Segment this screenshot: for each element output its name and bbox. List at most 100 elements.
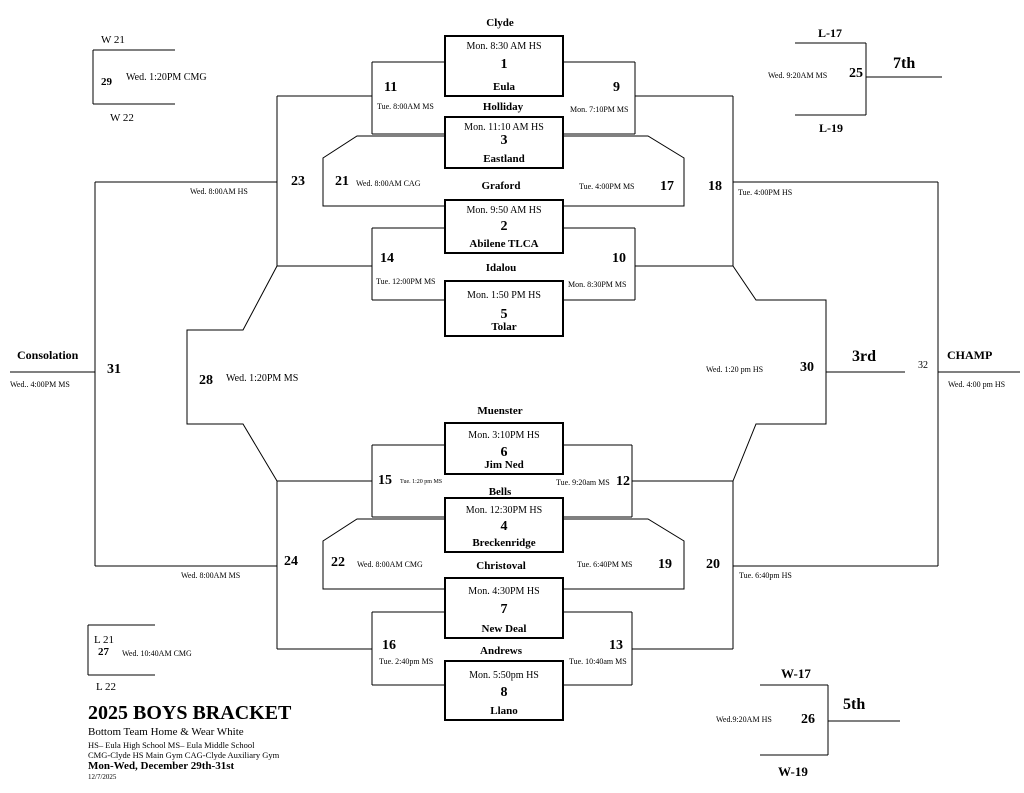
team-breckenridge: Breckenridge (472, 537, 536, 549)
bracket-title: 2025 BOYS BRACKET (88, 702, 292, 724)
game-28-number-label: 28 (199, 374, 213, 388)
game-12-number: 12 (616, 474, 630, 489)
bracket-subtitle: Bottom Team Home & Wear White (88, 726, 244, 738)
team-clyde: Clyde (486, 17, 514, 29)
team-tolar: Tolar (491, 321, 517, 333)
seventh-place-label: 7th (893, 55, 916, 72)
game-29-number: 29 (101, 76, 112, 88)
game-29-time: Wed. 1:20PM CMG (126, 72, 207, 83)
team-llano: Llano (490, 705, 518, 717)
legend-line-2: CMG-Clyde HS Main Gym CAG-Clyde Auxiliar… (88, 750, 280, 760)
team-christoval: Christoval (476, 560, 526, 572)
slot-w19: W-19 (778, 764, 808, 779)
game-time: Mon. 1:50 PM HS (467, 290, 541, 301)
game-26-number: 26 (801, 712, 815, 727)
team-jim-ned: Jim Ned (484, 459, 524, 471)
game-22-time: Wed. 8:00AM CMG (357, 560, 423, 569)
game-box-8[interactable]: Mon. 5:50pm HS 8 Llano (444, 660, 564, 721)
third-place-label: 3rd (852, 348, 876, 365)
game-26-time: Wed.9:20AM HS (716, 715, 772, 724)
game-14-time: Tue. 12:00PM MS (376, 277, 436, 286)
team-muenster: Muenster (477, 405, 523, 417)
game-box-1[interactable]: Mon. 8:30 AM HS 1 Eula (444, 35, 564, 97)
slot-w17: W-17 (781, 666, 811, 681)
game-27-number: 27 (98, 646, 109, 658)
game-16-number: 16 (382, 638, 396, 653)
game-18-number: 18 (708, 179, 722, 194)
game-20-time: Tue. 6:40pm HS (739, 571, 792, 580)
game-22-number: 22 (331, 555, 345, 570)
game-32-time: Wed. 4:00 pm HS (948, 380, 1006, 389)
game-box-2[interactable]: Mon. 9:50 AM HS 2 Abilene TLCA (444, 199, 564, 254)
game-number: 3 (500, 133, 508, 148)
game-32-number: 32 (918, 360, 928, 371)
slot-l17: L-17 (818, 26, 842, 40)
game-27-time: Wed. 10:40AM CMG (122, 649, 192, 658)
game-time: Mon. 9:50 AM HS (466, 205, 542, 216)
game-13-number: 13 (609, 638, 623, 653)
game-11-number: 11 (384, 80, 398, 95)
game-number: 4 (500, 519, 508, 534)
slot-l19: L-19 (819, 121, 843, 135)
game-12-time: Tue. 9:20am MS (556, 478, 610, 487)
consolation-label: Consolation (17, 348, 79, 362)
slot-l22: L 22 (96, 681, 117, 693)
game-20-number: 20 (706, 557, 720, 572)
game-box-4[interactable]: Mon. 12:30PM HS 4 Breckenridge (444, 497, 564, 553)
game-number: 8 (500, 685, 508, 700)
game-25-time: Wed. 9:20AM MS (768, 71, 828, 80)
game-time: Mon. 4:30PM HS (468, 586, 540, 597)
game-19-time: Tue. 6:40PM MS (577, 560, 633, 569)
game-23-number: 23 (291, 174, 305, 189)
slot-w22: W 22 (110, 112, 134, 124)
game-box-5[interactable]: Mon. 1:50 PM HS 5 Tolar (444, 280, 564, 337)
game-28-time: Wed. 1:20PM MS (226, 373, 299, 384)
fifth-place-label: 5th (843, 696, 866, 713)
game-30-time: Wed. 1:20 pm HS (706, 365, 764, 374)
game-time: Mon. 5:50pm HS (469, 670, 539, 681)
game-21-number: 21 (335, 174, 349, 189)
game-19-number: 19 (658, 557, 672, 572)
team-new-deal: New Deal (481, 623, 527, 635)
updated-date: 12/7/2025 (88, 773, 117, 781)
game-31-number: 31 (107, 362, 121, 377)
game-9-time: Mon. 7:10PM MS (570, 105, 629, 114)
team-idalou: Idalou (485, 262, 517, 274)
game-30-number: 30 (800, 360, 814, 375)
game-24-number: 24 (284, 554, 298, 569)
champ-label: CHAMP (947, 348, 993, 362)
game-time: Mon. 8:30 AM HS (466, 41, 542, 52)
tournament-dates: Mon-Wed, December 29th-31st (88, 760, 235, 772)
team-graford: Graford (481, 180, 521, 192)
game-24-time: Wed. 8:00AM MS (181, 571, 241, 580)
game-9-number: 9 (613, 80, 620, 95)
legend-line-1: HS– Eula High School MS– Eula Middle Sch… (88, 740, 255, 750)
game-number: 2 (500, 219, 508, 234)
game-number: 6 (500, 445, 508, 460)
team-abilene-tlca: Abilene TLCA (469, 238, 539, 250)
game-time: Mon. 11:10 AM HS (464, 122, 544, 133)
game-10-number: 10 (612, 251, 626, 266)
game-10-time: Mon. 8:30PM MS (568, 280, 627, 289)
slot-w21: W 21 (101, 34, 125, 46)
game-28-number: 28 (199, 373, 213, 388)
game-17-number: 17 (660, 179, 674, 194)
game-number: 5 (500, 307, 508, 322)
team-eastland: Eastland (483, 153, 525, 165)
game-box-7[interactable]: Mon. 4:30PM HS 7 New Deal (444, 577, 564, 639)
game-14-number: 14 (380, 251, 394, 266)
game-box-3[interactable]: Mon. 11:10 AM HS 3 Eastland (444, 116, 564, 169)
team-bells: Bells (488, 486, 512, 498)
team-holliday: Holliday (482, 101, 524, 113)
game-15-time: Tue. 1:20 pm MS (400, 479, 443, 485)
game-16-time: Tue. 2:40pm MS (379, 657, 434, 666)
team-eula: Eula (492, 81, 515, 93)
slot-l21: L 21 (94, 634, 115, 646)
game-25-number: 25 (849, 66, 863, 81)
game-21-time: Wed. 8:00AM CAG (356, 179, 421, 188)
game-box-6[interactable]: Mon. 3:10PM HS 6 Jim Ned (444, 422, 564, 475)
game-13-time: Tue. 10:40am MS (569, 657, 627, 666)
game-number: 1 (500, 57, 508, 72)
game-time: Mon. 3:10PM HS (468, 430, 540, 441)
